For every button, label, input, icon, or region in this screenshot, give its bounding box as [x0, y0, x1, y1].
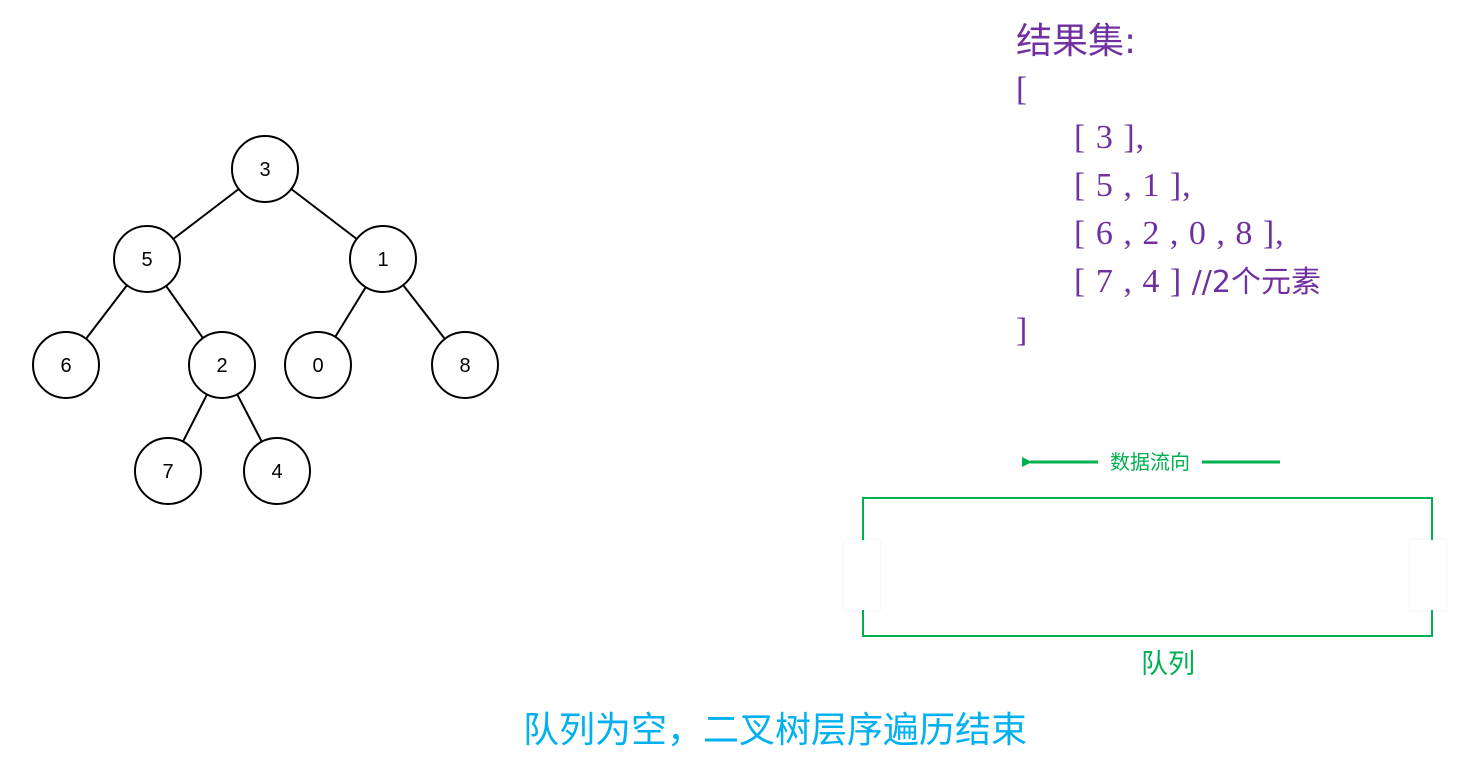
tree-edge: [182, 393, 208, 443]
tree-edge: [334, 286, 367, 338]
tree-node-label: 3: [259, 159, 270, 181]
result-open-bracket: [: [1016, 71, 1029, 108]
tree-node-circle: [134, 437, 202, 505]
result-row-values: [ 6 , 2 , 0 , 8 ],: [1074, 215, 1285, 252]
result-row-values: [ 5 , 1 ],: [1074, 167, 1192, 204]
queue-label: 队列: [1141, 649, 1195, 680]
result-row-comment: //2个元素: [1191, 265, 1321, 300]
tree-node: 1: [349, 225, 417, 293]
tree-node: 8: [431, 331, 499, 399]
tree-node: 6: [32, 331, 100, 399]
tree-node-label: 6: [60, 355, 71, 377]
tree-edge: [85, 284, 128, 340]
tree-node: 2: [188, 331, 256, 399]
tree-node-circle: [231, 135, 299, 203]
tree-edge: [290, 188, 358, 240]
tree-node-label: 7: [162, 461, 173, 483]
tree-node-circle: [284, 331, 352, 399]
tree-edge: [172, 188, 240, 240]
result-row: [ 3 ],: [1016, 114, 1321, 162]
tree-node: 4: [243, 437, 311, 505]
result-row: [ 7 , 4 ] //2个元素: [1016, 258, 1321, 307]
queue-left-cap: [844, 540, 880, 610]
tree-node-circle: [349, 225, 417, 293]
result-close-bracket: ]: [1016, 312, 1029, 349]
tree-node: 5: [113, 225, 181, 293]
result-row: [ 6 , 2 , 0 , 8 ],: [1016, 210, 1321, 258]
tree-edge: [236, 393, 263, 443]
tree-node-label: 8: [459, 355, 470, 377]
result-row: [ 5 , 1 ],: [1016, 162, 1321, 210]
result-set-title: 结果集:: [1016, 21, 1137, 62]
tree-node-circle: [113, 225, 181, 293]
result-row-values: [ 3 ],: [1074, 119, 1146, 156]
queue-right-cap: [1410, 540, 1446, 610]
tree-edge: [165, 285, 204, 339]
tree-node-circle: [32, 331, 100, 399]
tree-node: 3: [231, 135, 299, 203]
tree-node-label: 2: [216, 355, 227, 377]
tree-node: 7: [134, 437, 202, 505]
tree-node-circle: [243, 437, 311, 505]
tree-node-label: 4: [271, 461, 282, 483]
result-set-panel: 结果集: [ [ 3 ], [ 5 , 1 ], [ 6 , 2 , 0 , 8…: [1016, 18, 1321, 355]
tree-edge: [402, 284, 446, 340]
tree-node-label: 0: [312, 355, 323, 377]
tree-nodes: 3 5 1 6 2 0 8 7 4: [32, 135, 499, 505]
tree-edges: [85, 188, 446, 443]
tree-node-circle: [188, 331, 256, 399]
status-message: 队列为空，二叉树层序遍历结束: [522, 710, 1027, 751]
queue-box: [862, 497, 1433, 637]
tree-node-circle: [431, 331, 499, 399]
data-flow-label: 数据流向: [1098, 448, 1202, 476]
result-row-values: [ 7 , 4 ]: [1074, 263, 1192, 300]
tree-node: 0: [284, 331, 352, 399]
tree-node-label: 5: [141, 249, 152, 271]
tree-node-label: 1: [377, 249, 388, 271]
